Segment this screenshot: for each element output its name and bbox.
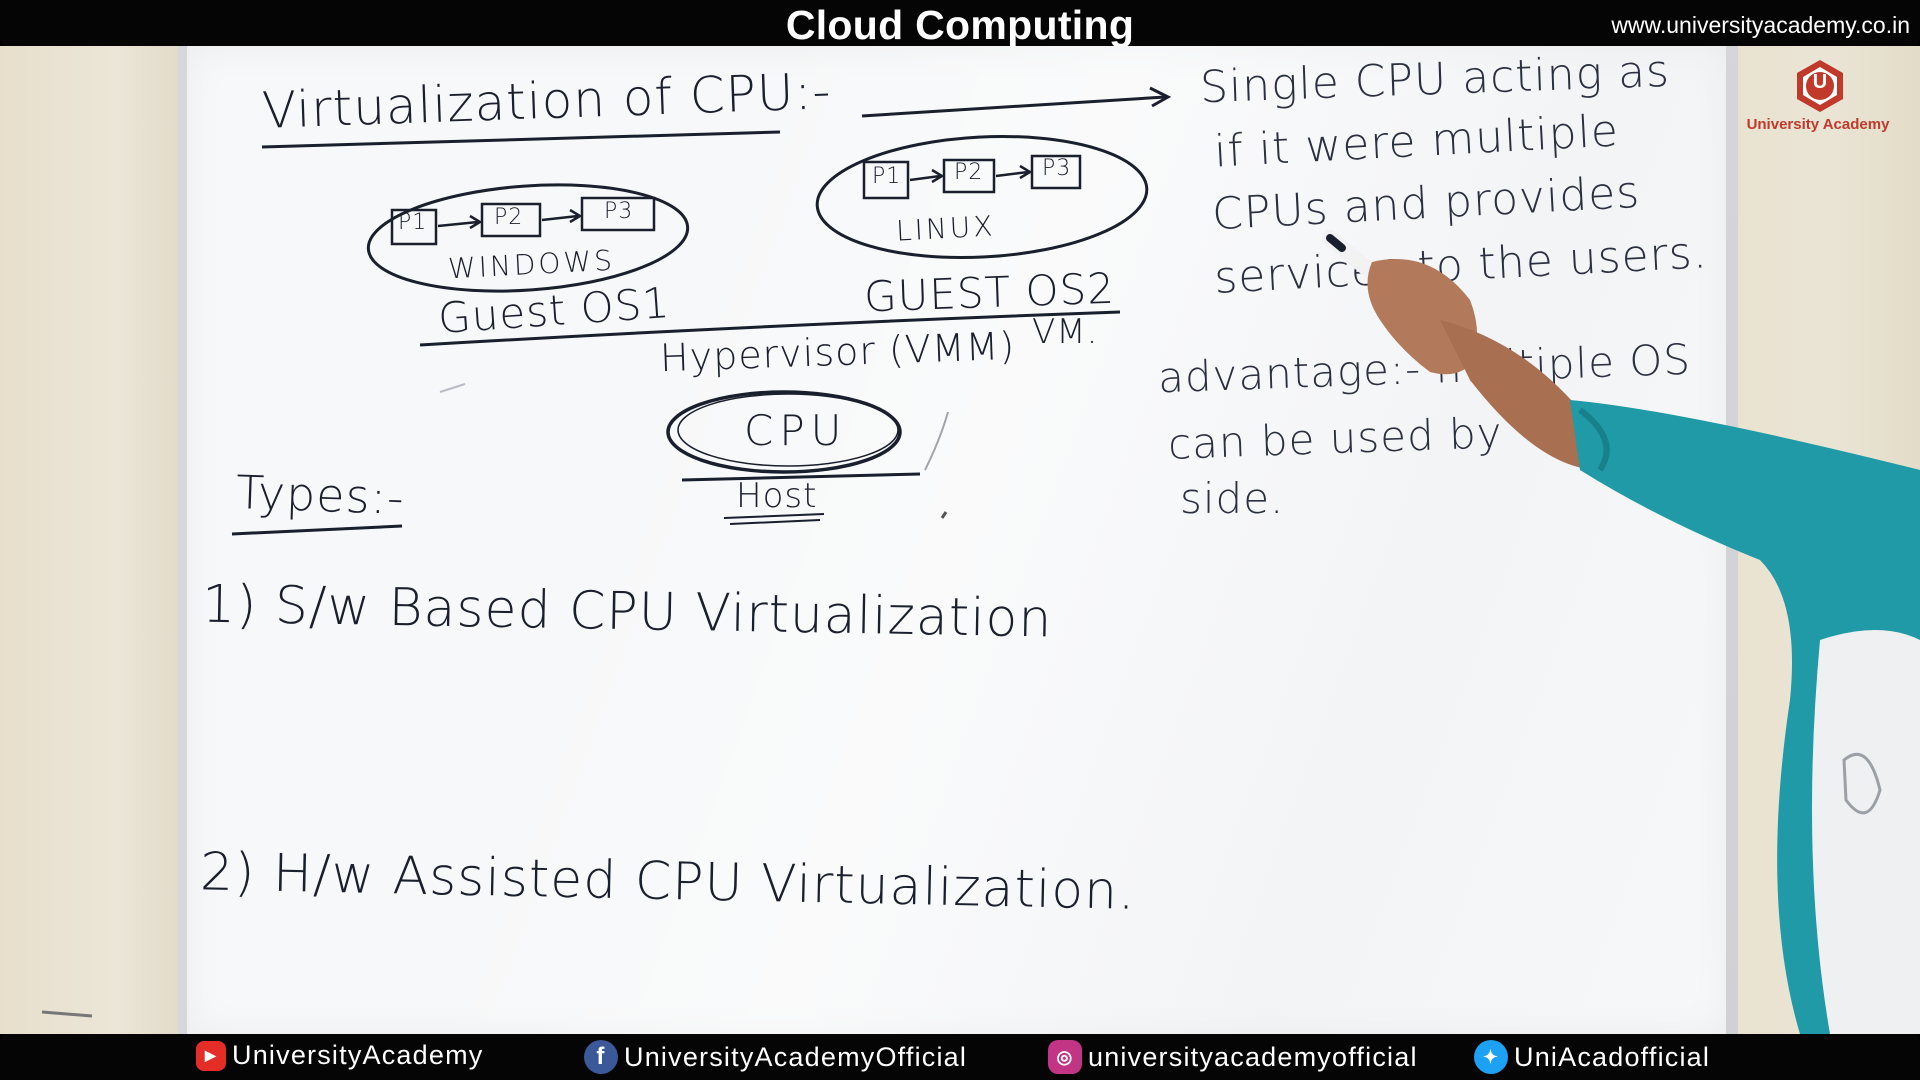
- cpu-ellipse: [666, 390, 902, 474]
- hypervisor-line: [419, 310, 1121, 347]
- social-instagram[interactable]: ◎ universityacademyofficial: [1048, 1040, 1418, 1074]
- presenter-forearm: [1440, 320, 1600, 470]
- social-facebook[interactable]: f UniversityAcademyOfficial: [584, 1040, 967, 1074]
- host-line: [681, 472, 921, 482]
- website-url: www.universityacademy.co.in: [1611, 12, 1910, 38]
- guest1-p2-box: [480, 202, 542, 238]
- cpu-label: CPU: [744, 406, 848, 455]
- youtube-icon: ▶: [196, 1040, 226, 1071]
- guest2-p1-box: [862, 160, 910, 200]
- host-label: Host: [736, 476, 818, 516]
- guest-os2-ellipse: [815, 134, 1149, 260]
- youtube-handle: UniversityAcademy: [232, 1040, 484, 1070]
- instagram-handle: universityacademyofficial: [1088, 1041, 1418, 1072]
- definition-arrow: [861, 95, 1166, 118]
- vm-label: VM.: [1032, 312, 1099, 352]
- twitter-icon: ✦: [1474, 1040, 1508, 1074]
- twitter-handle: UniAcadofficial: [1514, 1041, 1711, 1072]
- guest2-p1-label: P1: [872, 164, 902, 189]
- instagram-icon: ◎: [1048, 1040, 1082, 1074]
- logo-name: University Academy: [1746, 116, 1890, 133]
- facebook-icon: f: [584, 1040, 618, 1074]
- guest2-p3-label: P3: [1042, 156, 1072, 181]
- facebook-handle: UniversityAcademyOfficial: [624, 1041, 968, 1072]
- social-bar: ▶ UniversityAcademy f UniversityAcademyO…: [0, 1034, 1920, 1080]
- video-title: Cloud Computing: [785, 2, 1135, 48]
- definition-arrow-head: [1149, 86, 1172, 108]
- heading-underline: [261, 130, 781, 149]
- social-twitter[interactable]: ✦ UniAcadofficial: [1474, 1040, 1710, 1074]
- guest1-p2-label: P2: [494, 205, 524, 230]
- guest2-p2-label: P2: [954, 160, 984, 185]
- advantage-line-3: side.: [1180, 474, 1285, 523]
- types-underline: [231, 524, 403, 536]
- university-academy-logo: U University Academy: [1728, 58, 1908, 148]
- whiteboard: [178, 46, 1738, 1036]
- guest1-p3-box: [580, 196, 656, 232]
- logo-hexagon-icon: [1797, 60, 1843, 112]
- top-banner: Cloud Computing www.universityacademy.co…: [0, 0, 1920, 48]
- guest-os1-ellipse: [366, 183, 690, 293]
- presenter-body: [1812, 630, 1920, 1034]
- presenter-hand: [1367, 259, 1478, 375]
- guest1-p1-label: P1: [398, 210, 428, 235]
- guest1-p1-box: [390, 208, 438, 246]
- whiteboard-sheen: [178, 46, 1738, 1036]
- social-youtube[interactable]: ▶ UniversityAcademy: [196, 1040, 483, 1071]
- guest1-p3-label: P3: [604, 199, 634, 224]
- host-underline: [723, 513, 825, 525]
- logo-letter: U: [1812, 71, 1828, 93]
